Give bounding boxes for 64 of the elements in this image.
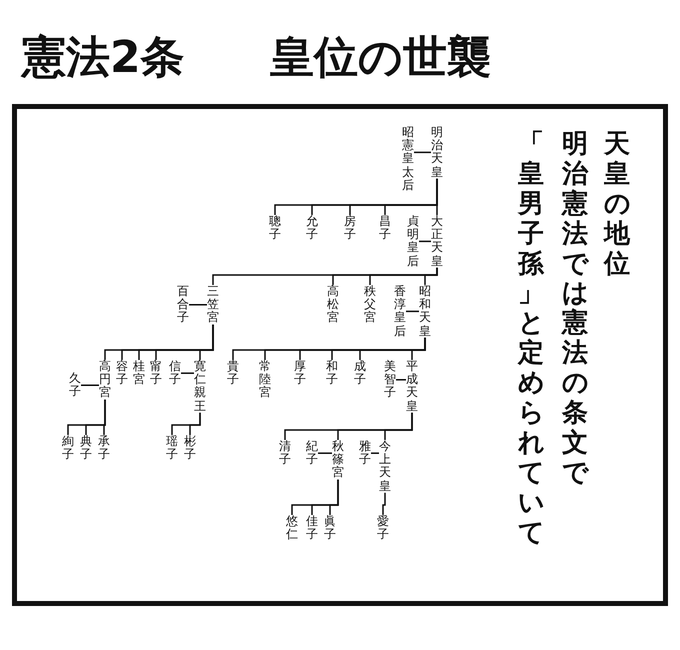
name-label: 清子 bbox=[279, 440, 291, 466]
family-line bbox=[436, 178, 438, 215]
name-label: 佳子 bbox=[306, 515, 318, 542]
name-label: 信子 bbox=[169, 360, 181, 386]
name-label: 貴子 bbox=[227, 360, 239, 386]
family-line bbox=[189, 412, 201, 435]
family-line bbox=[329, 480, 339, 515]
family-line bbox=[424, 268, 438, 285]
family-line bbox=[103, 400, 106, 435]
family-line bbox=[396, 379, 406, 381]
name-label: 聰子 bbox=[269, 215, 281, 242]
family-line bbox=[382, 492, 386, 515]
name-label: 大正天皇 bbox=[431, 215, 443, 268]
family-line bbox=[318, 452, 332, 454]
family-line bbox=[419, 240, 431, 242]
name-label: 瑶子 bbox=[166, 435, 178, 462]
name-label: 典子 bbox=[80, 435, 92, 462]
family-line bbox=[384, 412, 413, 440]
vertical-text: 天皇の地位 bbox=[604, 130, 630, 280]
family-line bbox=[414, 152, 431, 154]
family-line bbox=[181, 372, 194, 374]
name-label: 高松宮 bbox=[327, 285, 339, 325]
name-label: 絢子 bbox=[62, 435, 74, 462]
name-label: 昌子 bbox=[379, 215, 391, 242]
name-label: 紀子 bbox=[306, 440, 318, 466]
name-label: 和子 bbox=[326, 360, 338, 386]
name-label: 彬子 bbox=[184, 435, 196, 462]
name-label: 房子 bbox=[344, 215, 356, 242]
family-line bbox=[189, 304, 207, 306]
name-label: 雅子 bbox=[359, 440, 371, 466]
name-label: 今上天皇 bbox=[379, 440, 391, 493]
name-label: 秩父宮 bbox=[364, 285, 376, 325]
title-heading: 憲法2条 皇位の世襲 bbox=[22, 31, 491, 85]
name-label: 眞子 bbox=[324, 515, 336, 542]
name-label: 秋篠宮 bbox=[332, 440, 344, 480]
name-label: 香淳皇后 bbox=[394, 285, 406, 338]
name-label: 桂宮 bbox=[133, 360, 145, 386]
name-label: 悠仁 bbox=[286, 515, 298, 542]
name-label: 常陸宮 bbox=[259, 360, 271, 400]
vertical-text: 「皇男子孫」と定められていて bbox=[518, 130, 544, 548]
name-label: 允子 bbox=[306, 215, 318, 242]
family-line bbox=[406, 310, 419, 312]
name-label: 愛子 bbox=[377, 515, 389, 542]
name-label: 久子 bbox=[69, 372, 81, 398]
name-label: 貞明皇后 bbox=[407, 215, 419, 268]
name-label: 容子 bbox=[116, 360, 128, 386]
name-label: 厚子 bbox=[294, 360, 306, 386]
name-label: 昭憲皇太后 bbox=[402, 126, 414, 192]
name-label: 甯子 bbox=[150, 360, 162, 386]
family-line bbox=[199, 324, 214, 360]
name-label: 明治天皇 bbox=[431, 126, 443, 179]
name-label: 百合子 bbox=[177, 285, 189, 325]
name-label: 平成天皇 bbox=[406, 360, 418, 413]
name-label: 昭和天皇 bbox=[419, 285, 431, 338]
name-label: 三笠宮 bbox=[207, 285, 219, 325]
name-label: 承子 bbox=[98, 435, 110, 462]
family-line bbox=[411, 338, 426, 360]
name-label: 成子 bbox=[354, 360, 366, 386]
vertical-text: 明治憲法では憲法の条文で bbox=[562, 130, 588, 489]
family-line bbox=[371, 452, 379, 454]
family-line bbox=[81, 384, 99, 386]
name-label: 寛仁親王 bbox=[194, 360, 206, 413]
name-label: 高円宮 bbox=[99, 360, 111, 400]
name-label: 美智子 bbox=[384, 360, 396, 400]
